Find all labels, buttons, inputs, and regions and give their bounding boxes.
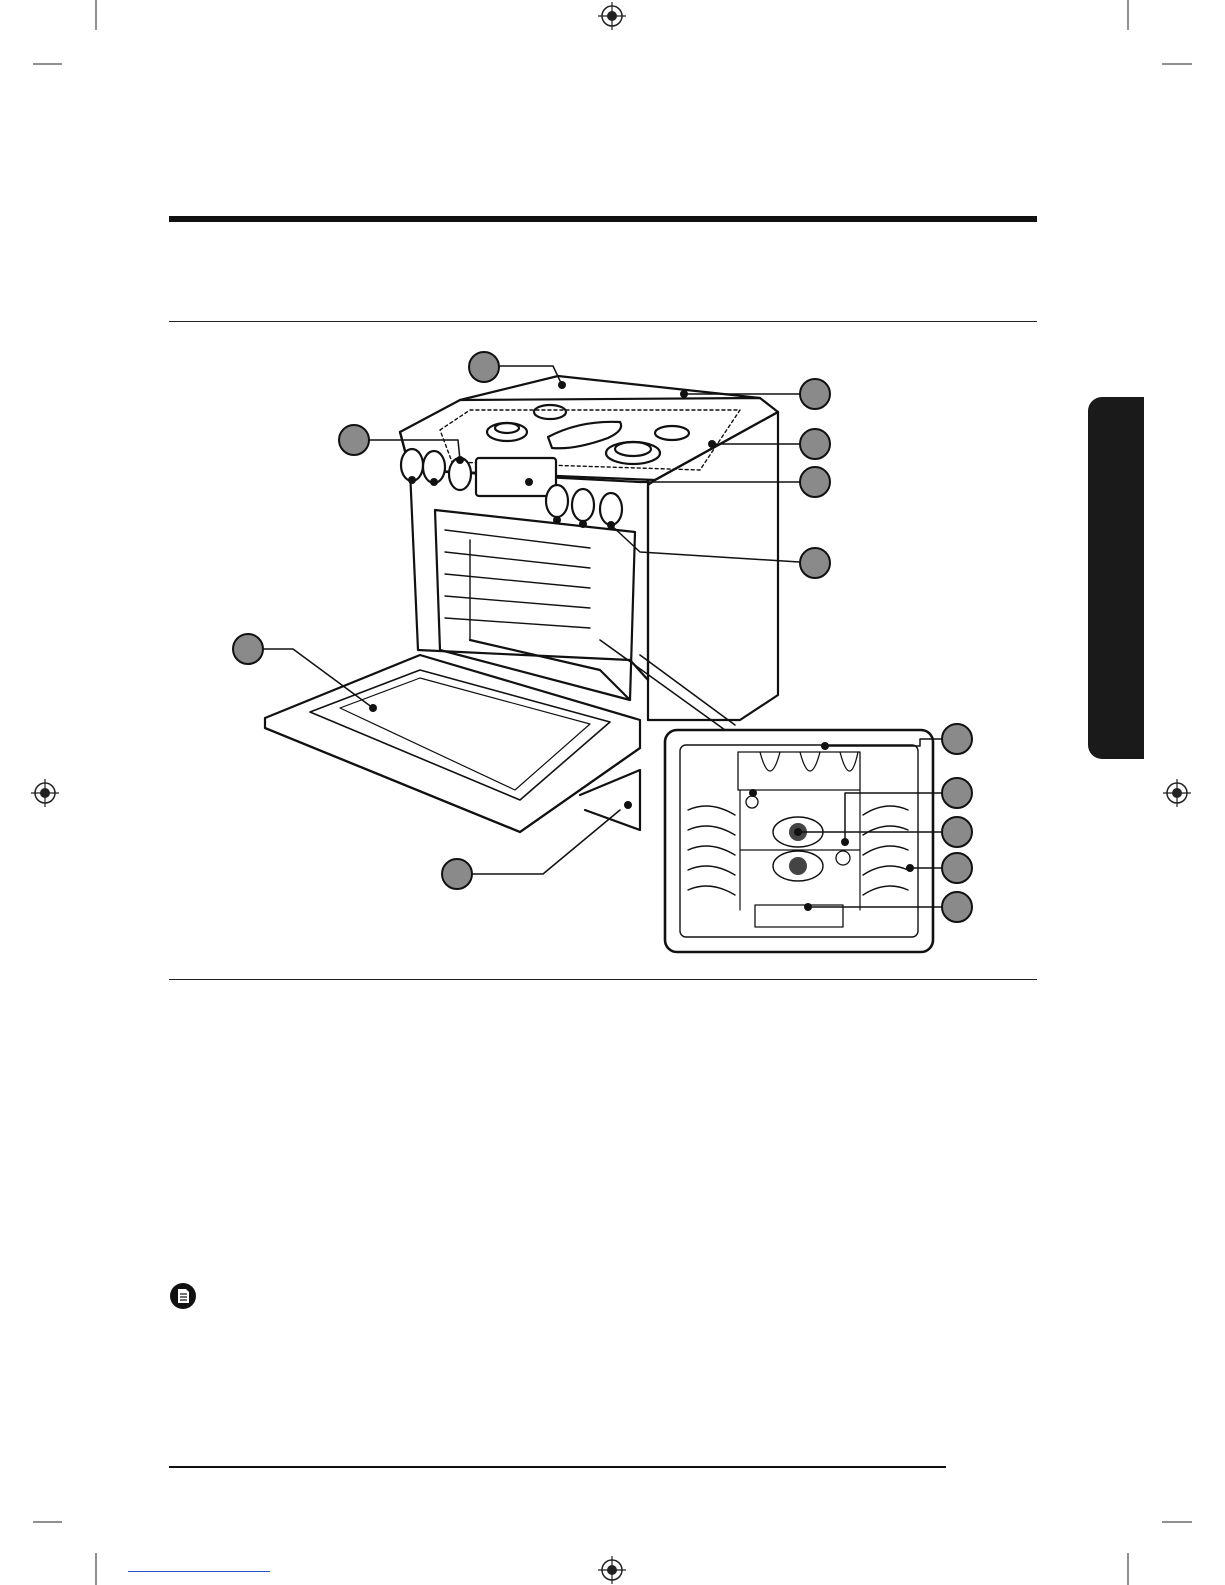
callout-12 <box>942 853 972 883</box>
callout-13 <box>942 892 972 922</box>
callout-5 <box>800 548 830 578</box>
callout-1 <box>469 352 499 382</box>
callout-4 <box>800 467 830 497</box>
range-diagram <box>0 0 1225 985</box>
callout-3 <box>800 429 830 459</box>
footer-rule <box>169 1466 946 1468</box>
note-icon <box>169 1282 197 1310</box>
callout-8 <box>442 859 472 889</box>
print-file-underline <box>128 1571 270 1572</box>
callout-9 <box>942 724 972 754</box>
callout-2 <box>800 379 830 409</box>
callout-7 <box>233 634 263 664</box>
callout-10 <box>942 778 972 808</box>
crosshair-registration-icon <box>597 1555 627 1585</box>
callout-11 <box>942 817 972 847</box>
callout-6 <box>339 425 369 455</box>
